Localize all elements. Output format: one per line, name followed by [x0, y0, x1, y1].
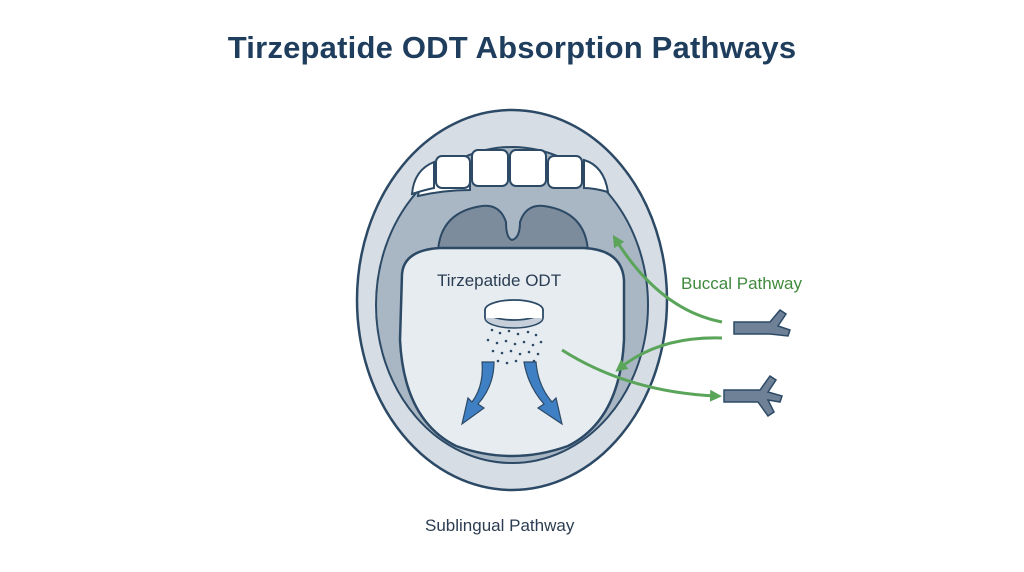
- sublingual-arrow-left: [461, 361, 495, 426]
- blood-vessel-lower: [723, 374, 783, 418]
- sublingual-arrow-right: [523, 361, 563, 426]
- odt-tablet: [484, 299, 544, 329]
- buccal-arrow-upper: [612, 234, 723, 324]
- buccal-arrow-middle: [615, 336, 723, 372]
- diagram-title: Tirzepatide ODT Absorption Pathways: [227, 30, 797, 65]
- tablet-label: Tirzepatide ODT: [437, 271, 562, 290]
- palate: [436, 204, 590, 253]
- buccal-pathway-label: Buccal Pathway: [681, 274, 802, 293]
- upper-teeth: [410, 149, 610, 198]
- buccal-arrow-lower: [561, 348, 722, 402]
- tongue: [398, 246, 626, 458]
- blood-vessel-upper: [733, 309, 791, 337]
- sublingual-pathway-label: Sublingual Pathway: [425, 516, 575, 535]
- dissolving-particles: [486, 328, 543, 365]
